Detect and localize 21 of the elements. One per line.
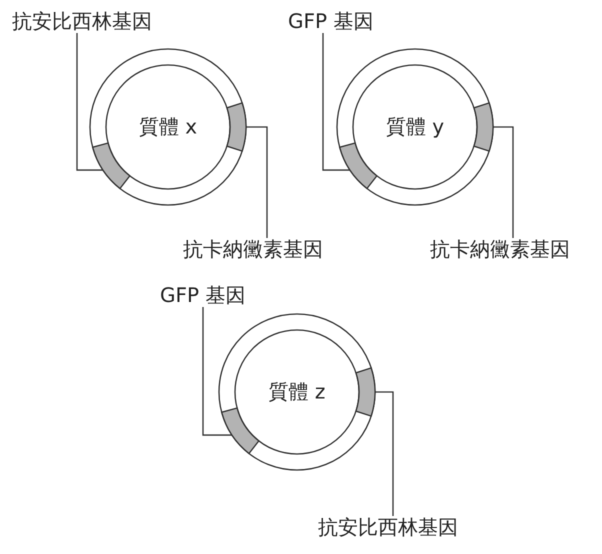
- gene-segment: [92, 142, 130, 190]
- plasmid-name: 質體 x: [138, 114, 198, 140]
- gene-label: 抗卡納黴素基因: [183, 238, 323, 261]
- leader-line: [76, 33, 103, 171]
- leader-line: [246, 126, 268, 238]
- gene-segment: [221, 407, 260, 454]
- gene-label: GFP 基因: [160, 284, 246, 307]
- gene-segment: [226, 102, 246, 152]
- leader-line: [493, 126, 514, 238]
- gene-label: GFP 基因: [288, 10, 374, 33]
- gene-segment: [339, 142, 378, 190]
- leader-line: [375, 391, 394, 516]
- gene-label: 抗卡納黴素基因: [430, 238, 570, 261]
- gene-label: 抗安比西林基因: [318, 516, 458, 539]
- plasmid-name: 質體 y: [386, 114, 444, 140]
- leader-line: [202, 307, 232, 436]
- leader-line: [322, 33, 350, 171]
- gene-label: 抗安比西林基因: [12, 10, 152, 33]
- gene-segment: [355, 367, 376, 417]
- gene-segment: [473, 102, 494, 152]
- plasmid-name: 質體 z: [268, 378, 326, 406]
